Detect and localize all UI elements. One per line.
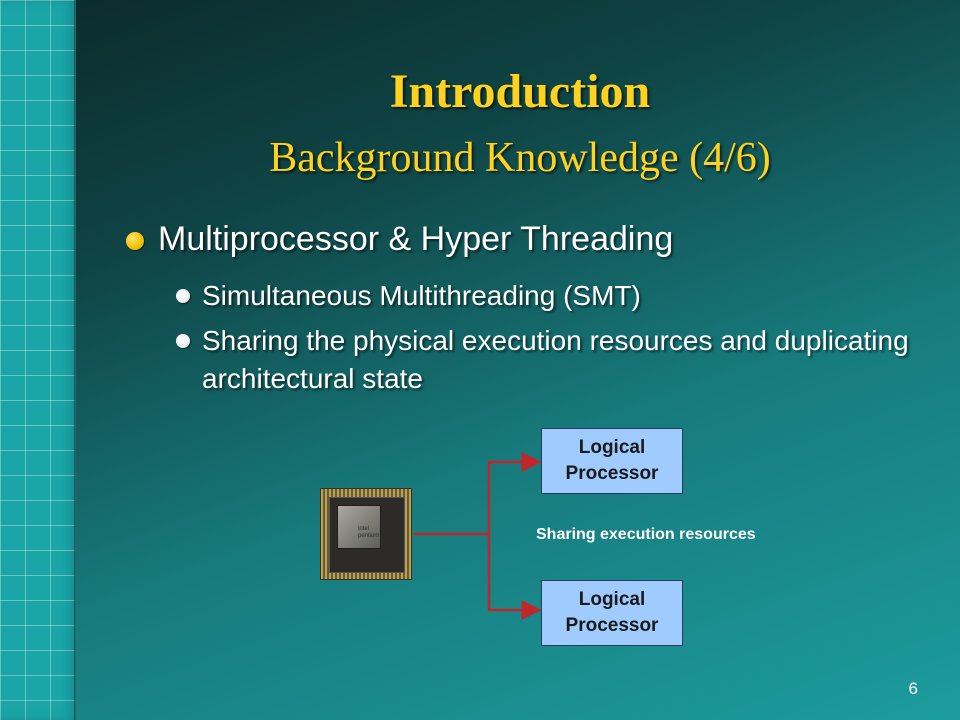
sharing-label: Sharing execution resources — [536, 526, 756, 543]
bullet-sub-1: Simultaneous Multithreading (SMT) — [176, 277, 641, 315]
bullet-main: Multiprocessor & Hyper Threading — [126, 220, 673, 259]
cpu-chip-image: intel pentium — [320, 488, 412, 580]
logical-processor-bottom-box: Logical Processor — [541, 580, 683, 646]
logical-processor-top-box: Logical Processor — [541, 428, 683, 494]
bullet-main-text: Multiprocessor & Hyper Threading — [158, 220, 674, 258]
bullet-sub-2: Sharing the physical execution resources… — [176, 322, 916, 398]
bullet-dot-icon — [126, 232, 144, 250]
cpu-chip-label: intel pentium — [358, 526, 380, 539]
bullet-dot-icon — [176, 289, 190, 303]
bullet-sub-1-text: Simultaneous Multithreading (SMT) — [202, 280, 641, 311]
decorative-grid-strip — [0, 0, 76, 720]
slide-subtitle: Background Knowledge (4/6) — [269, 135, 771, 181]
cpu-chip-die: intel pentium — [337, 505, 381, 549]
bullet-dot-icon — [176, 334, 190, 348]
slide-title: Introduction — [389, 65, 651, 118]
page-number: 6 — [908, 679, 918, 698]
bullet-sub-2-text: Sharing the physical execution resources… — [202, 325, 909, 394]
